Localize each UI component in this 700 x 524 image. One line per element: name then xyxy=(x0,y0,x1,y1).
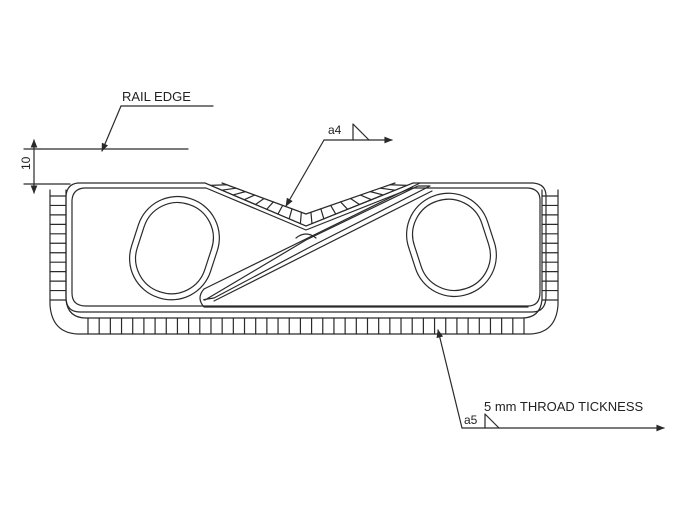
weld-hatch-line xyxy=(330,204,337,215)
a4-label: a4 xyxy=(328,123,342,137)
diagonal-plate-left-weld xyxy=(199,288,213,308)
weld-hatch-line xyxy=(369,191,384,196)
dimension-label: 10 xyxy=(19,156,33,170)
a5-label: a5 xyxy=(464,413,478,427)
a4-fillet-symbol xyxy=(352,123,370,141)
weld-hatch-line xyxy=(277,204,284,215)
weld-hatch-line xyxy=(389,184,408,186)
diagonal-plate xyxy=(203,185,431,301)
a5-leader xyxy=(436,329,463,429)
plate-outline xyxy=(65,182,547,313)
rail-edge-leader xyxy=(101,105,122,152)
weld-hatch-line xyxy=(288,208,293,220)
throat-thickness-note: 5 mm THROAD TICKNESS xyxy=(484,399,643,414)
weld-hatch-line xyxy=(221,187,237,191)
weld-hatch-line xyxy=(349,197,361,206)
weld-hatch-line xyxy=(340,201,349,210)
weld-hatch-line xyxy=(254,197,265,206)
right-weld-hatch xyxy=(541,195,559,301)
weld-hatch-line xyxy=(232,191,246,196)
left-oval-slot-inner xyxy=(135,201,214,295)
right-oval-slot xyxy=(406,192,497,298)
left-weld-hatch xyxy=(49,195,67,301)
v-groove-hatch xyxy=(210,184,408,225)
weld-hatch-line xyxy=(266,201,274,210)
v-groove-weld-inner xyxy=(221,182,396,215)
v-groove-weld-outer xyxy=(204,182,414,227)
weld-hatch-line xyxy=(320,208,325,220)
weld-hatch-line xyxy=(243,194,256,201)
a5-fillet-symbol xyxy=(484,413,500,429)
outer-weld-outline xyxy=(49,189,559,335)
plate-inner-outline xyxy=(71,187,541,307)
a4-leader xyxy=(285,139,325,207)
bottom-weld-hatch xyxy=(87,317,525,335)
weld-hatch-line xyxy=(210,184,228,186)
weld-hatch-line xyxy=(310,211,313,225)
diagonal-plate-joint xyxy=(295,233,317,239)
left-oval-slot xyxy=(129,195,220,301)
weld-hatch-line xyxy=(379,187,396,191)
weld-hatch-line xyxy=(359,194,372,201)
outer-weld-inner xyxy=(65,189,543,319)
rail-edge-label: RAIL EDGE xyxy=(122,89,191,104)
diagonal-plate-edge-2 xyxy=(213,190,433,302)
right-oval-slot-inner xyxy=(412,198,491,292)
weld-hatch-line xyxy=(299,211,302,225)
